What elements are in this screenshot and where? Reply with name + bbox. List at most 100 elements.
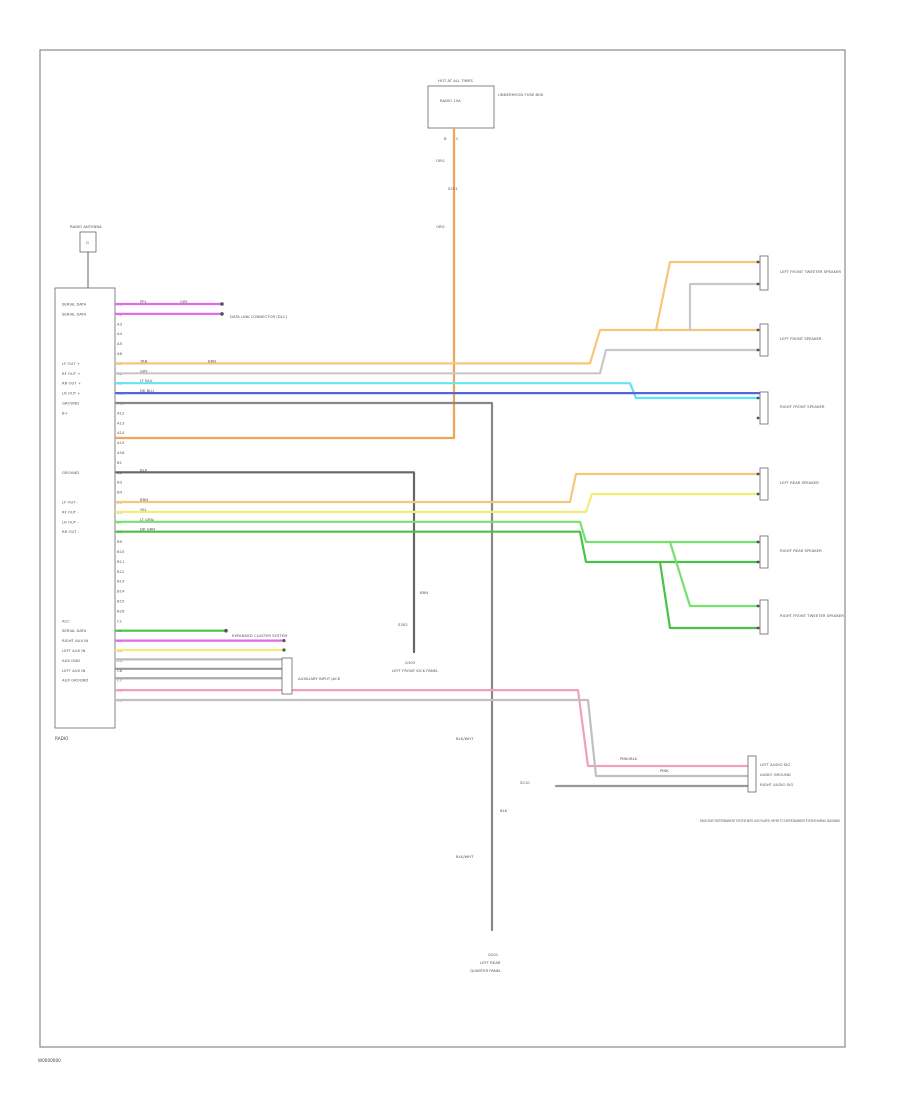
speaker-box-5 bbox=[759, 599, 769, 635]
rear-jack-label-1: LEFT AUDIO SIG bbox=[760, 762, 790, 767]
radio-pin-function-10: GROUND bbox=[62, 401, 79, 406]
footer-code: W0000000 bbox=[38, 1058, 61, 1063]
radio-pin-11: A12 bbox=[117, 410, 125, 415]
radio-pin-3: A4 bbox=[117, 331, 123, 336]
wire-battery bbox=[114, 126, 456, 440]
speaker-pin-b-4 bbox=[756, 560, 760, 564]
wire-ground-main bbox=[114, 401, 494, 932]
radio-pin-31: B16 bbox=[117, 608, 125, 613]
wl-b: BRN bbox=[208, 358, 216, 363]
dlc-label: DATA LINK CONNECTOR (DLC) bbox=[230, 314, 287, 319]
radio-pin-14: A15 bbox=[117, 440, 125, 445]
wl-h: BLK bbox=[500, 808, 508, 813]
splice-label-2: S302 bbox=[398, 622, 408, 627]
radio-pin-16: B1 bbox=[117, 460, 123, 465]
dlc-connector: DATA LINK CONNECTOR (DLC) bbox=[230, 314, 287, 319]
rear-jack-note: REAR SEAT ENTERTAINMENT SYSTEM WITH DVD … bbox=[700, 818, 840, 823]
radio-pin-function-21: RF OUT - bbox=[62, 509, 79, 514]
radio-pin-5: A6 bbox=[117, 351, 123, 356]
fuse-box-title: HOT AT ALL TIMES bbox=[438, 78, 473, 83]
speaker-pin-b-3 bbox=[756, 492, 760, 496]
radio-antenna-label: RADIO ANTENNA bbox=[70, 224, 102, 229]
wl-d: LT BLU bbox=[140, 378, 153, 383]
ground2-sub1: LEFT REAR bbox=[480, 960, 501, 965]
speaker-box-0 bbox=[759, 255, 769, 291]
radio-pin-function-37: LEFT AUX IN bbox=[62, 668, 85, 673]
radio-pin-4: A5 bbox=[117, 341, 123, 346]
radio-pin-24: B9 bbox=[117, 539, 123, 544]
radio-pin-30: B15 bbox=[117, 599, 125, 604]
wl-m: LT GRN bbox=[140, 517, 154, 522]
speaker-box-4 bbox=[759, 535, 769, 569]
wire-label-serial-1: PPL bbox=[140, 299, 148, 304]
splice-label-1: S201 bbox=[448, 186, 458, 191]
radio-pin-26: B11 bbox=[117, 559, 125, 564]
radio-pin-18: B3 bbox=[117, 480, 123, 485]
wire-label-top-2: ORG bbox=[436, 224, 445, 229]
ground2-sub2: QUARTER PANEL bbox=[470, 968, 502, 973]
wire-tweeter-2 bbox=[688, 282, 762, 332]
speaker-label-0: LEFT FRONT TWEETER SPEAKER bbox=[780, 269, 841, 274]
radio-pin-15: A16 bbox=[117, 450, 125, 455]
ground2-label: G201 bbox=[488, 952, 499, 957]
radio-pin-12: A13 bbox=[117, 420, 125, 425]
aux-dot-1 bbox=[282, 648, 286, 652]
wl-e: DK BLU bbox=[140, 388, 154, 393]
wire-rr-out-plus bbox=[114, 382, 762, 400]
wire-lf-out-minus bbox=[114, 472, 762, 504]
aux-dot-0 bbox=[282, 639, 286, 643]
radio-pin-function-11: B+ bbox=[62, 410, 68, 415]
fuse-pin-c: C bbox=[456, 136, 459, 141]
radio-pin-function-9: LR OUT + bbox=[62, 391, 80, 396]
speaker-label-4: RIGHT REAR SPEAKER bbox=[780, 548, 822, 553]
radio-pin-37: C6 bbox=[117, 668, 123, 673]
radio-pin-29: B14 bbox=[117, 589, 125, 594]
speaker-label-3: LEFT REAR SPEAKER bbox=[780, 480, 819, 485]
fuse-label: RADIO 15A bbox=[440, 98, 461, 103]
speaker-pin-b-2 bbox=[756, 416, 760, 420]
radio-pin-function-33: SERIAL DATA bbox=[62, 628, 87, 633]
radio-pin-function-0: SERIAL DATA bbox=[62, 302, 87, 307]
speaker-pin-a-4 bbox=[756, 540, 760, 544]
cluster-label: EXPANDED CLUSTER SYSTEM bbox=[232, 633, 287, 638]
connector-dot-2 bbox=[220, 312, 224, 316]
radio-pin-13: A14 bbox=[117, 430, 125, 435]
radio-antenna-pin: G bbox=[86, 240, 89, 245]
radio-pin-function-17: GROUND bbox=[62, 470, 79, 475]
wl-p: PINK bbox=[660, 768, 669, 773]
wl-n: DK GRN bbox=[140, 527, 155, 532]
radio-pin-function-36: AUX GND bbox=[62, 658, 80, 663]
radio-pin-function-34: RIGHT AUX IN bbox=[62, 638, 88, 643]
ground-g201: G201 LEFT REAR QUARTER PANEL bbox=[470, 952, 502, 973]
radio-pin-function-22: LR OUT - bbox=[62, 519, 79, 524]
wire-lr-out-minus bbox=[114, 520, 762, 544]
wl-g: BLK/WHT bbox=[456, 854, 474, 859]
ground-label: G303 bbox=[405, 660, 416, 665]
radio-pin-function-1: SERIAL DATA bbox=[62, 311, 87, 316]
wl-i: BLK bbox=[140, 467, 148, 472]
speaker-box-2 bbox=[759, 391, 769, 425]
speaker-label-5: RIGHT FRONT TWEETER SPEAKER bbox=[780, 613, 844, 618]
radio-pin-function-35: LEFT AUX IN bbox=[62, 648, 85, 653]
speaker-pin-a-0 bbox=[756, 260, 760, 264]
radio-pin-2: A3 bbox=[117, 321, 123, 326]
aux-connector: AUXILIARY INPUT JACK bbox=[281, 657, 341, 695]
wire-rr-out-minus bbox=[114, 530, 762, 564]
ground-sub: LEFT FRONT KICK PANEL bbox=[392, 668, 439, 673]
wl-k: BRN bbox=[140, 497, 148, 502]
cluster-connector: EXPANDED CLUSTER SYSTEM bbox=[232, 633, 287, 638]
speaker-pin-a-5 bbox=[756, 604, 760, 608]
radio-pin-function-6: LF OUT + bbox=[62, 361, 80, 366]
wire-rear-left bbox=[114, 688, 750, 768]
speaker-pin-b-1 bbox=[756, 348, 760, 352]
radio-pin-function-32: ACC bbox=[62, 618, 70, 623]
wire-rear-tweeter-2 bbox=[658, 560, 762, 630]
wire-rf-out-minus bbox=[114, 492, 762, 513]
radio-label: RADIO bbox=[55, 736, 69, 741]
speaker-box-1 bbox=[759, 323, 769, 357]
wl-f: BLK/WHT bbox=[456, 736, 474, 741]
radio-pin-38: C7 bbox=[117, 678, 123, 683]
